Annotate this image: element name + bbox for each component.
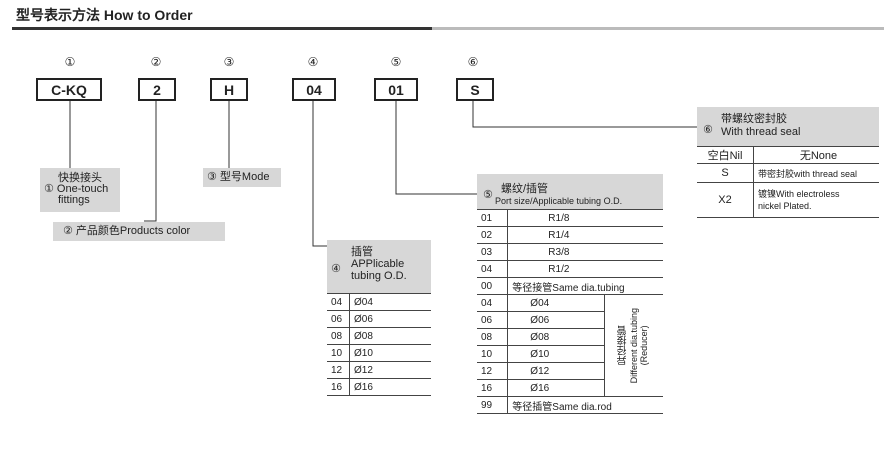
label-one-touch-en1: ① One-touch [44,183,109,195]
table-thread-seal: ⑥ 带螺纹密封胶 With thread seal 空白Nil 无None S … [697,107,879,218]
table-row: S 带密封胶with thread seal [697,163,879,183]
table6-x2-desc2: nickel Plated. [758,201,812,211]
table-row: 空白Nil 无None [697,147,879,164]
code-box-2: 2 [138,78,176,101]
connector-5 [395,101,477,195]
table6-header: ⑥ 带螺纹密封胶 With thread seal [697,107,879,147]
table4-header-en1: APPlicable [351,258,405,270]
part-number-3: ③ [223,55,235,69]
table6-number: ⑥ [703,124,713,136]
table-port-size: ⑤ 螺纹/插管 Port size/Applicable tubing O.D.… [477,174,663,414]
table4-header-en2: tubing O.D. [351,270,407,282]
table-row: X2 镀镍With electroless nickel Plated. [697,182,879,218]
code-box-1: C-KQ [36,78,102,101]
code-box-6: S [456,78,494,101]
label-one-touch-en2: fittings [58,194,90,206]
table5-diff-cn: 异径接管 [617,325,629,366]
part-number-2: ② [150,55,162,69]
label-one-touch-cn: 快换接头 [58,172,102,184]
part-number-1: ① [64,55,76,69]
table5-number: ⑤ [483,189,493,201]
table4-number: ④ [331,263,341,275]
code-box-5: 01 [374,78,418,101]
part-number-6: ⑥ [467,55,479,69]
table5-diff-en: Different dia.tubing [628,307,639,384]
title-rule [12,27,884,30]
table6-body: 空白Nil 无None S 带密封胶with thread seal X2 镀镍… [697,147,879,218]
table5-header: ⑤ 螺纹/插管 Port size/Applicable tubing O.D. [477,174,663,210]
connector-6 [472,101,697,128]
table5-header-cn: 螺纹/插管 [501,183,549,195]
table6-x2-desc1: 镀镍With electroless [758,189,840,199]
table5-header-en: Port size/Applicable tubing O.D. [495,196,623,206]
table4-header: ④ 插管 APPlicable tubing O.D. [327,240,431,294]
table5-diff-en2: (Reducer) [638,325,649,366]
connector-4 [312,101,327,247]
table4-header-cn: 插管 [351,246,373,258]
label-mode: ③ 型号Mode [203,168,281,187]
code-box-3: H [210,78,248,101]
table5-different-dia-cell: 异径接管 Different dia.tubing (Reducer) [603,294,663,397]
connector-2 [144,101,157,222]
part-number-4: ④ [307,55,319,69]
table6-header-cn: 带螺纹密封胶 [721,113,787,125]
page-title: 型号表示方法 How to Order [16,7,193,23]
code-box-4: 04 [292,78,336,101]
table6-header-en: With thread seal [721,126,801,138]
label-products-color: ② 产品颜色Products color [53,222,225,241]
part-number-5: ⑤ [390,55,402,69]
label-one-touch: 快换接头 ① One-touch fittings [40,168,120,212]
